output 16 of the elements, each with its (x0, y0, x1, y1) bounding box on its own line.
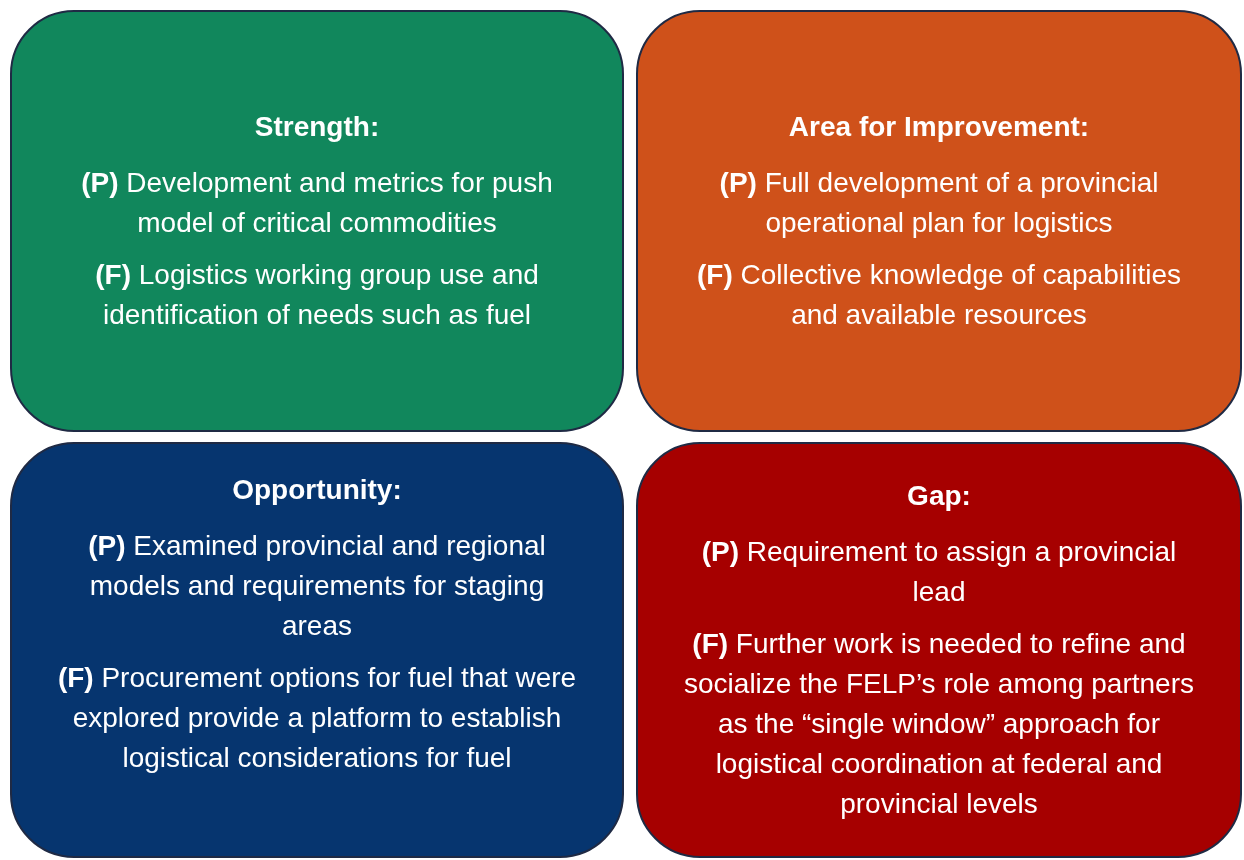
quadrant-box (10, 10, 624, 432)
finding-text: (P) Examined provincial and regional models and requirements for staging areas (87, 529, 547, 643)
quadrant-box (636, 442, 1242, 858)
finding-text: (F) Collective knowledge of capabilities and available resources (696, 258, 1182, 332)
quadrant-box (10, 442, 624, 858)
quadrant-heading: Area for Improvement: (788, 110, 1090, 144)
quadrant-heading: Opportunity: (232, 473, 402, 507)
quadrant-heading: Gap: (907, 479, 971, 513)
finding-text: (P) Full development of a provincial operational plan for logistics (718, 166, 1160, 240)
finding-text: (F) Further work is needed to refine and socialize the FELP’s role among partners as the “single window” approach for logistical coordination at federal and provincial levels (683, 627, 1195, 821)
finding-text: (F) Procurement options for fuel that were explored provide a platform to establish logistical considerations for fuel (56, 661, 578, 775)
quadrant-box (636, 10, 1242, 432)
finding-text: (F) Logistics working group use and identification of needs such as fuel (94, 258, 540, 332)
finding-text: (P) Requirement to assign a provincial lead (700, 535, 1178, 609)
finding-text: (P) Development and metrics for push model of critical commodities (80, 166, 554, 240)
quadrant-heading: Strength: (254, 110, 380, 144)
